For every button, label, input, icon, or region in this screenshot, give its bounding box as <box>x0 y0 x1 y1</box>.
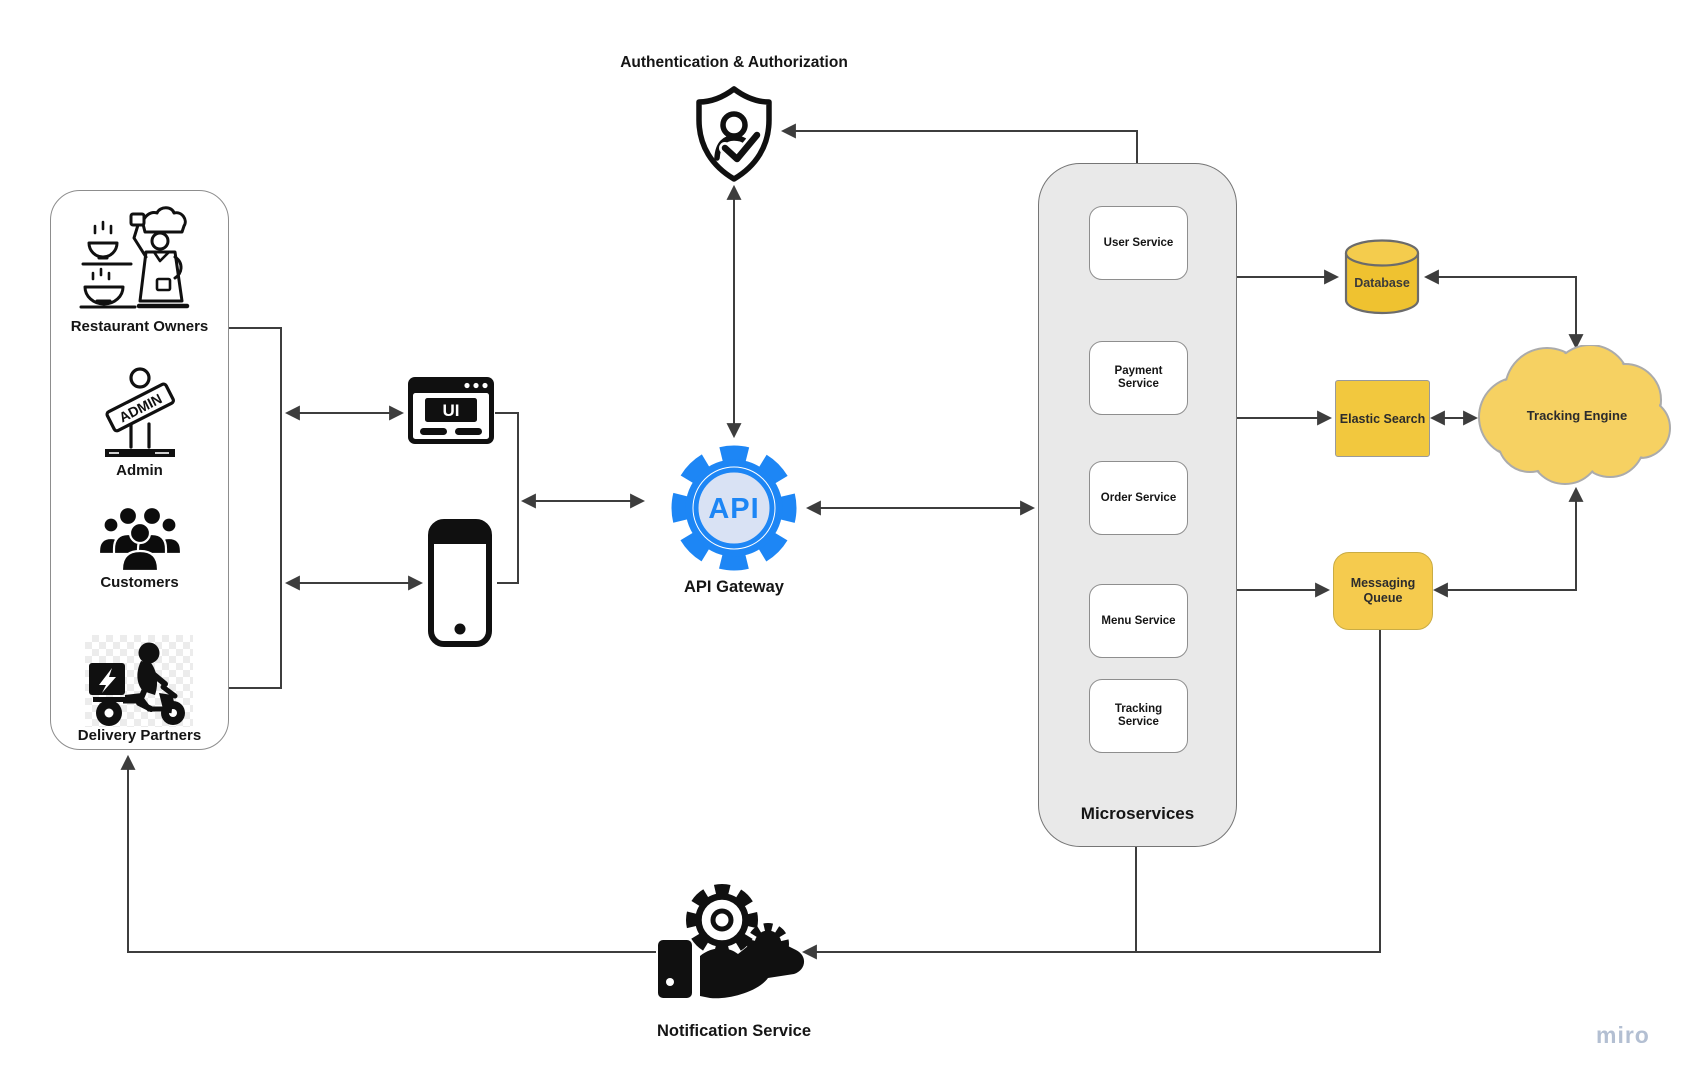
messaging-queue-label: Messaging Queue <box>1350 576 1416 605</box>
auth-shield-icon <box>696 86 772 182</box>
actors-container[interactable]: Restaurant Owners ADMIN Admin <box>50 190 229 750</box>
connector-queue-notification[interactable] <box>801 630 1381 960</box>
microservices-title: Microservices <box>1080 804 1195 823</box>
api-gateway-node[interactable]: API <box>666 440 802 581</box>
actor-label-customers: Customers <box>100 574 179 591</box>
connector-database-tracking-engine[interactable] <box>1423 269 1584 350</box>
database-node[interactable] <box>1342 236 1422 327</box>
auth-title: Authentication & Authorization <box>620 54 848 71</box>
service-box-payment[interactable]: Payment Service <box>1089 341 1188 415</box>
notification-service-icon <box>658 884 805 999</box>
service-label: Order Service <box>1100 491 1177 504</box>
actor-label-admin: Admin <box>116 462 163 479</box>
messaging-queue-node[interactable]: Messaging Queue <box>1333 552 1433 630</box>
delivery-partners-icon <box>85 635 193 727</box>
auth-node[interactable] <box>690 84 778 189</box>
connector-clients-bracket[interactable] <box>495 412 519 584</box>
database-cylinder-icon <box>1344 239 1420 315</box>
tracking-engine-label: Tracking Engine <box>1526 408 1628 423</box>
miro-watermark: miro <box>1596 1022 1650 1048</box>
service-label: Tracking Service <box>1114 703 1163 728</box>
service-label: User Service <box>1103 236 1174 249</box>
connector-actors-bracket[interactable] <box>227 327 282 689</box>
service-box-menu[interactable]: Menu Service <box>1089 584 1188 658</box>
service-box-user[interactable]: User Service <box>1089 206 1188 280</box>
restaurant-owners-icon <box>79 206 190 309</box>
tracking-engine-node[interactable] <box>1475 344 1680 490</box>
elastic-search-label: Elastic Search <box>1339 411 1426 426</box>
browser-ui-icon: UI <box>408 377 494 444</box>
service-box-tracking[interactable]: Tracking Service <box>1089 679 1188 753</box>
api-gateway-gear-icon: API <box>671 445 797 571</box>
browser-ui-text: UI <box>443 401 460 420</box>
connector-microservices-auth[interactable] <box>780 123 1138 163</box>
actor-label-restaurant-owners: Restaurant Owners <box>70 318 209 335</box>
service-label: Menu Service <box>1101 614 1176 627</box>
connector-queue-tracking-engine[interactable] <box>1432 486 1584 598</box>
service-box-order[interactable]: Order Service <box>1089 461 1188 535</box>
notification-service-node[interactable] <box>650 878 820 1011</box>
web-ui-node[interactable]: UI <box>408 377 494 449</box>
phone-icon <box>428 519 492 647</box>
actor-label-delivery-partners: Delivery Partners <box>77 727 202 744</box>
elastic-search-node[interactable]: Elastic Search <box>1335 380 1430 457</box>
api-gateway-label: API Gateway <box>684 578 784 596</box>
customers-icon <box>97 505 183 573</box>
service-label: Payment Service <box>1114 365 1163 390</box>
admin-icon: ADMIN <box>105 367 175 457</box>
connector-notification-delivery[interactable] <box>120 754 656 953</box>
tracking-engine-cloud-icon <box>1478 344 1671 485</box>
mobile-app-node[interactable] <box>427 518 493 653</box>
database-label: Database <box>1354 276 1410 290</box>
notification-service-label: Notification Service <box>656 1022 812 1040</box>
microservices-container[interactable]: User Service Payment Service Order Servi… <box>1038 163 1237 847</box>
api-gear-text: API <box>708 493 759 525</box>
